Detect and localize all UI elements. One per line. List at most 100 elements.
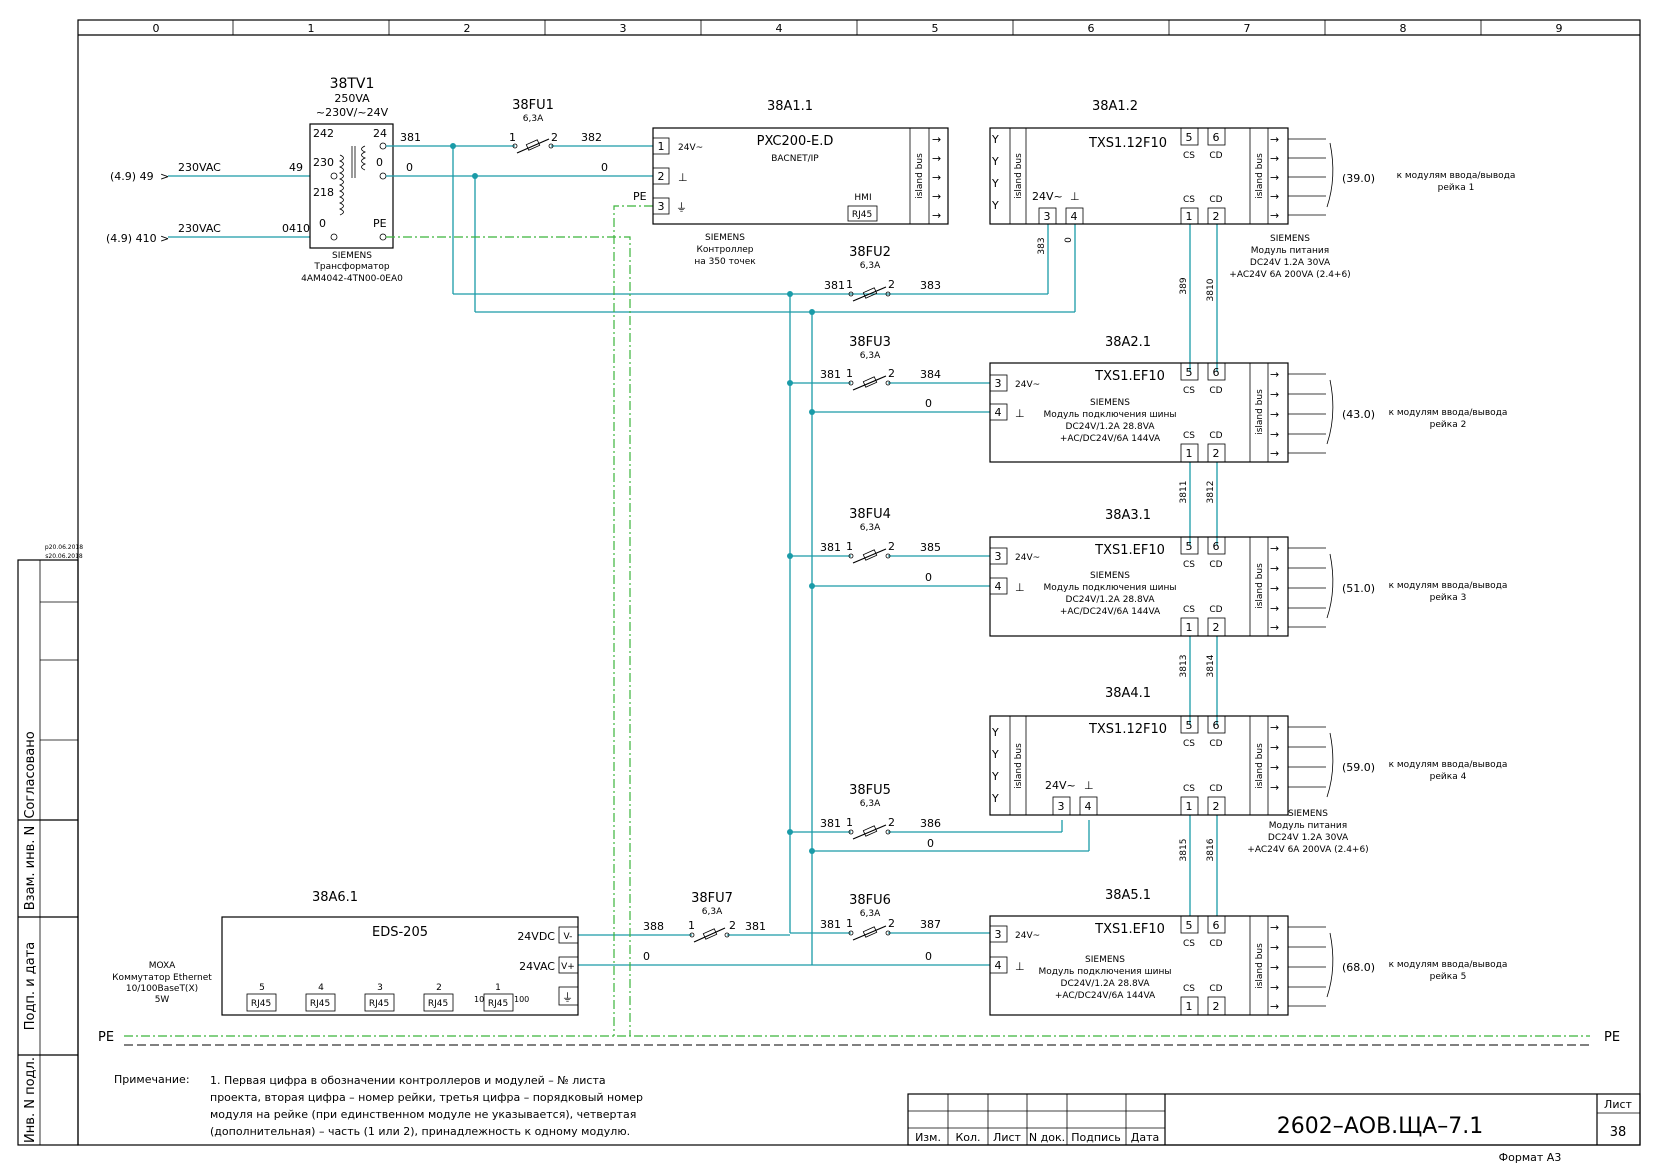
note-label: Примечание: — [114, 1073, 190, 1086]
wire-label: 3813 — [1179, 655, 1189, 678]
destination-rail: рейка 5 — [1430, 972, 1467, 982]
bus-arrow: → — [1270, 721, 1279, 734]
cd-label: CD — [1209, 195, 1222, 205]
wire-label: 3810 — [1206, 278, 1216, 301]
transformer-rating: 250VA — [334, 92, 370, 105]
module-spec: DC24V/1.2A 28.8VA — [1061, 979, 1151, 989]
module-spec: +AC24V 6A 200VA (2.4+6) — [1247, 845, 1368, 855]
wire-label: 388 — [643, 920, 664, 933]
wire-label: 382 — [581, 131, 602, 144]
bus-arrow: → — [1270, 741, 1279, 754]
destination: к модулям ввода/вывода — [1389, 581, 1508, 591]
bus-arrow: → — [1270, 602, 1279, 615]
transformer-part: 4AM4042-4TN00-0EA0 — [301, 274, 403, 284]
switch-tag: 38A6.1 — [312, 890, 358, 905]
switch-model: EDS-205 — [372, 925, 428, 940]
fuse-pin: 2 — [888, 917, 895, 930]
pin-label: V- — [564, 932, 573, 942]
wire-label: 0 — [925, 571, 932, 584]
island-bus-label: island bus — [915, 153, 925, 199]
cd-label: CD — [1209, 984, 1222, 994]
wire-label: 389 — [1179, 277, 1189, 294]
ground-symbol: ⊥ — [1084, 779, 1094, 792]
pin-label: 2 — [1213, 1000, 1220, 1013]
port-type: RJ45 — [251, 999, 271, 1009]
wire-label: 0 — [925, 950, 932, 963]
fuse-pin: 1 — [688, 919, 695, 932]
pin-label: 2 — [1213, 210, 1220, 223]
cd-label: CD — [1209, 560, 1222, 570]
island-bus-label: island bus — [1255, 943, 1265, 989]
pin-label: 6 — [1213, 131, 1220, 144]
cd-label: CD — [1209, 151, 1222, 161]
arrow-glyph: > — [160, 232, 169, 245]
fuse-tag: 38FU6 — [849, 893, 891, 908]
destination-rail: рейка 2 — [1430, 420, 1467, 430]
wire-label: 3816 — [1206, 838, 1216, 861]
pin-label: 6 — [1213, 366, 1220, 379]
note-line: модуля на рейке (при единственном модуле… — [210, 1108, 636, 1121]
pin-label: 3 — [995, 377, 1002, 390]
column-number: 6 — [1088, 22, 1095, 35]
switch-maker: MOXA — [149, 961, 176, 971]
tap-label: 242 — [313, 127, 334, 140]
transformer-maker: SIEMENS — [332, 251, 372, 261]
bus-arrow: → — [1270, 190, 1279, 203]
note-line: проекта, вторая цифра – номер рейки, тре… — [210, 1091, 643, 1104]
destination: к модулям ввода/вывода — [1397, 171, 1516, 181]
wire-label: 230VAC — [178, 222, 221, 235]
side-label-approved: Согласовано — [23, 731, 38, 818]
bus-arrow: → — [932, 152, 941, 165]
pin-function: 24V~ — [1045, 779, 1076, 792]
bus-arrow: → — [1270, 781, 1279, 794]
controller-kind: Контроллер — [697, 245, 754, 255]
fuse-pin: 2 — [888, 540, 895, 553]
controller-protocol: BACNET/IP — [771, 154, 819, 164]
pin-label: 5 — [1186, 131, 1193, 144]
pin-label: 5 — [1186, 366, 1193, 379]
bus-input-symbol: Y — [991, 199, 999, 212]
bus-module-38A5.1: 38A5.1 TXS1.EF10 5 6 CS CD 3 4 24V~ ⊥ SI… — [989, 888, 1507, 1016]
fuse-pin: 1 — [846, 540, 853, 553]
wire-label: 384 — [920, 368, 941, 381]
destination-rail: рейка 3 — [1430, 593, 1467, 603]
cs-label: CS — [1183, 605, 1195, 615]
pin-label: 3 — [1044, 210, 1051, 223]
bus-arrow: → — [1270, 447, 1279, 460]
module-maker: SIEMENS — [1288, 809, 1328, 819]
pin-label: 3 — [1058, 800, 1065, 813]
bus-arrow: → — [1270, 542, 1279, 555]
pe-bus-label: PE — [1604, 1030, 1620, 1045]
pin-function: 24V~ — [1015, 380, 1040, 390]
destination: к модулям ввода/вывода — [1389, 408, 1508, 418]
format-label: Формат А3 — [1499, 1151, 1562, 1164]
module-maker: SIEMENS — [1090, 398, 1130, 408]
module-tag: 38A3.1 — [1105, 508, 1151, 523]
pin-function: 24V~ — [1032, 190, 1063, 203]
column-number: 0 — [153, 22, 160, 35]
document-number: 2602–АОВ.ЩА–7.1 — [1277, 1114, 1484, 1139]
transformer-38TV1: 38TV1 250VA ~230V/~24V 242 230 218 0 24 … — [301, 76, 403, 284]
bus-arrow: → — [1270, 961, 1279, 974]
title-col: Лист — [993, 1131, 1021, 1144]
arrow-glyph: > — [160, 170, 169, 183]
module-tag: 38A4.1 — [1105, 686, 1151, 701]
title-col: N док. — [1029, 1131, 1065, 1144]
pe-label: PE — [373, 217, 387, 230]
fuse-pin: 2 — [888, 816, 895, 829]
destination-rail: рейка 4 — [1430, 772, 1467, 782]
input-49: (4.9) 49 > 230VAC 49 — [110, 161, 310, 183]
ground-symbol: ⊥ — [1015, 581, 1025, 594]
pin-label: 6 — [1213, 719, 1220, 732]
controller-points: на 350 точек — [694, 257, 756, 267]
transformer-tag: 38TV1 — [330, 76, 375, 92]
note-line: (дополнительная) – часть (1 или 2), прин… — [210, 1125, 630, 1138]
bus-arrow: → — [1270, 368, 1279, 381]
power-label: 24VAC — [519, 960, 555, 973]
wire-label: 3812 — [1206, 481, 1216, 504]
earth-symbol: ⏚ — [676, 201, 687, 214]
fuse-rating: 6,3A — [860, 799, 881, 809]
title-col: Кол. — [955, 1131, 980, 1144]
module-spec: DC24V/1.2A 28.8VA — [1066, 595, 1156, 605]
bus-input-symbol: Y — [991, 133, 999, 146]
